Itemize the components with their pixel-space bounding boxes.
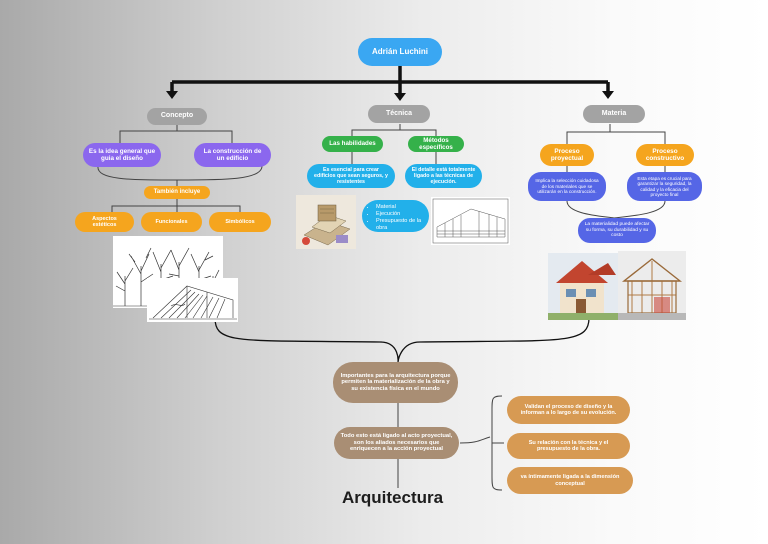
aspectos-esteticos-node[interactable]: Aspectos estéticos (75, 212, 134, 232)
concepto-idea-node[interactable]: Es la idea general que guia el diseño (83, 143, 161, 167)
bullet-ejecucion: Ejecución (376, 211, 423, 218)
materia-seguridad-node[interactable]: Esta etapa es crucial para garantizar la… (627, 172, 702, 201)
tecnica-bullet-list: Material Ejecución Presupuesto de la obr… (362, 200, 429, 232)
valida-diseno-node[interactable]: Validan el proceso de diseño y la inform… (507, 396, 630, 424)
dimension-conceptual-node[interactable]: va íntimamente ligada a la dimensión con… (507, 467, 633, 494)
concepto-construccion-node[interactable]: La construcción de un edificio (194, 143, 271, 167)
house-render-image (548, 253, 618, 320)
tambien-incluye-node[interactable]: También incluye (144, 186, 210, 199)
tecnica-esencial-node[interactable]: Es esencial para crear edificios que sea… (307, 164, 395, 188)
acto-proyectual-node[interactable]: Todo esto está ligado al acto proyectual… (334, 427, 459, 459)
house-frame-image (618, 251, 686, 320)
arquitectura-title: Arquitectura (342, 488, 444, 507)
habilidades-node[interactable]: Las habilidades (322, 136, 383, 152)
bullet-material: Material (376, 204, 423, 211)
building-section-image (296, 195, 356, 249)
blueprint-image (431, 197, 510, 245)
funcionales-node[interactable]: Funcionales (141, 212, 202, 232)
branch-materia[interactable]: Materia (583, 105, 645, 123)
branch-concepto[interactable]: Concepto (147, 108, 207, 125)
shelter-sketch-image (147, 278, 238, 322)
proceso-proyectual-node[interactable]: Proceso proyectual (540, 144, 594, 166)
materia-seleccion-node[interactable]: Implica la selección cuidadosa de los ma… (528, 172, 606, 201)
root-node[interactable]: Adrián Luchini (358, 38, 442, 66)
tecnica-detalle-node[interactable]: El detalle está totalmente ligado a las … (405, 164, 482, 188)
bullet-presupuesto: Presupuesto de la obra (376, 218, 423, 232)
materialidad-node[interactable]: La materialidad puede afectar su forma, … (578, 218, 656, 243)
proceso-constructivo-node[interactable]: Proceso constructivo (636, 144, 694, 166)
relacion-tecnica-node[interactable]: Su relación con la técnica y el presupue… (507, 433, 630, 459)
branch-tecnica[interactable]: Técnica (368, 105, 430, 123)
metodos-especificos-node[interactable]: Métodos específicos (408, 136, 464, 152)
simbolicos-node[interactable]: Simbólicos (209, 212, 271, 232)
importancia-node[interactable]: Importantes para la arquitectura porque … (333, 362, 458, 403)
